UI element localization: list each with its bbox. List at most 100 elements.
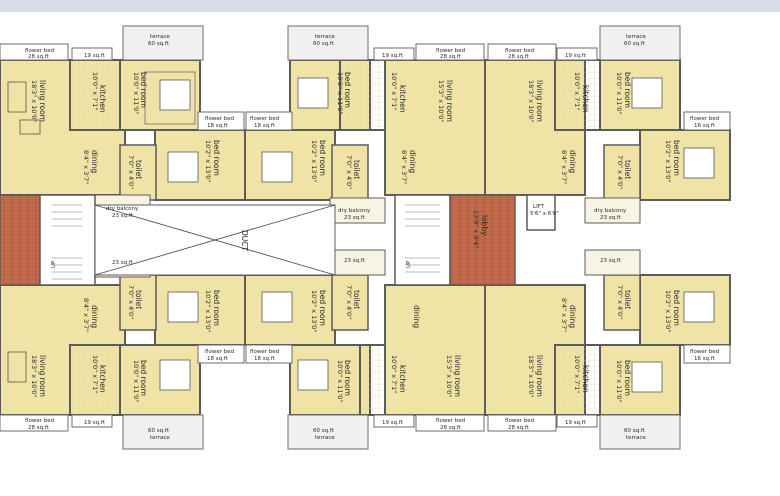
flower-bed-area: 18 sq.ft [254,356,276,362]
room-label-kitchen: kitchen [581,365,590,393]
room-dim: 18'3" x 10'0" [30,355,38,397]
room-dim: 10'0" x 11'0" [132,360,140,402]
flower-bed-label: flower bed [436,418,465,424]
room-dim: 7'0" x 4'0" [616,285,624,319]
room-label-bedroom: bed room [212,140,221,176]
flower-bed-area: 19 sq.ft [84,420,106,426]
room-dim: 10'0" x 11'0" [615,360,623,402]
flower-bed-label: flower bed [505,418,534,424]
dry-balcony-area: 23 sq.ft [600,258,622,264]
room-label-dining: dining [412,305,421,328]
unit-bottom-middle [244,249,486,450]
flower-bed-area: 16 sq.ft [694,356,716,362]
room-dim: 10'2" x 13'0" [204,290,212,332]
flower-bed-area: 19 sq.ft [565,420,587,426]
lift-label: LIFT [533,204,545,210]
room-dim: 8'4" x 3'7" [560,298,568,332]
stair-up-label: UP [406,260,412,268]
room-label-dining: dining [90,305,99,328]
right-lobby [449,194,516,286]
room-dim: 10'0" x 11'0" [615,72,623,114]
lift-dim: 5'6" x 6'6" [530,211,559,217]
room-dim: 7'0" x 4'0" [345,155,353,189]
lobby-label: lobby [480,215,489,236]
room-label-bedroom: bed room [212,290,221,326]
flower-bed-area: 28 sq.ft [440,425,462,431]
dry-balcony-label: dry balcony [594,208,627,214]
flower-bed-area: 28 sq.ft [508,425,530,431]
room-label-bedroom: bed room [672,290,681,326]
terrace-area: 60 sq.ft [313,428,335,434]
dry-balcony-area: 23 sq.ft [112,213,134,219]
terrace-area: 60 sq.ft [313,41,335,47]
room-label-living: living room [453,355,462,397]
terrace-label: terrace [626,34,646,40]
room-label-dining: dining [408,150,417,173]
room-label-dining: dining [568,150,577,173]
room-dim: 8'4" x 3'7" [82,298,90,332]
terrace-area: 60 sq.ft [148,41,170,47]
flower-bed-area: 28 sq.ft [28,54,50,60]
terrace-area: 60 sq.ft [624,41,646,47]
room-label-kitchen: kitchen [398,365,407,393]
flower-bed-area: 16 sq.ft [694,123,716,129]
room-label-bedroom: bed room [139,72,148,108]
room-dim: 10'0" x 7'1" [91,72,99,110]
room-dim: 10'2" x 13'0" [204,140,212,182]
room-dim: 7'0" x 4'0" [127,285,135,319]
left-lobby [0,194,41,286]
room-dim: 8'4" x 3'7" [400,150,408,184]
room-dim: 18'3" x 10'0" [527,355,535,397]
room-label-toilet: toilet [623,160,632,179]
terrace-area: 60 sq.ft [148,428,170,434]
flower-bed-label: flower bed [436,48,465,54]
room-dim: 10'0" x 11'0" [336,360,344,402]
room-dim: 10'0" x 11'0" [336,72,344,114]
room-label-bedroom: bed room [318,290,327,326]
room-label-toilet: toilet [134,290,143,309]
flower-bed-label: flower bed [205,349,234,355]
unit-bottom-right [484,249,731,450]
room-dim: 10'0" x 7'1" [91,355,99,393]
flower-bed-label: flower bed [690,116,719,122]
room-dim: 10'2" x 13'0" [664,140,672,182]
flower-bed-area: 18 sq.ft [254,123,276,129]
room-dim: 10'2" x 13'0" [310,140,318,182]
terrace-label: terrace [626,435,646,441]
dry-balcony-label: dry balcony [106,206,139,212]
unit-top-right [484,25,731,224]
lift-shaft [526,194,556,231]
flower-bed-area: 28 sq.ft [508,54,530,60]
room-label-toilet: toilet [352,160,361,179]
room-dim: 15'3" x 10'0" [437,80,445,122]
room-dim: 8'4" x 3'7" [560,150,568,184]
flower-bed-area: 18 sq.ft [207,356,229,362]
dry-balcony-label: dry balcony [338,208,371,214]
room-label-toilet: toilet [134,160,143,179]
room-label-bedroom: bed room [139,360,148,396]
room-label-dining: dining [90,150,99,173]
room-dim: 10'0" x 11'0" [132,72,140,114]
room-label-living: living room [445,80,454,122]
room-dim: 7'0" x 4'0" [616,155,624,189]
dry-balcony-area: 23 sq.ft [112,260,134,266]
room-label-bedroom: bed room [623,360,632,396]
duct-label: DUCT [240,230,249,252]
room-label-toilet: toilet [352,290,361,309]
flower-bed-label: flower bed [250,349,279,355]
flower-bed-area: 28 sq.ft [440,54,462,60]
flower-bed-area: 19 sq.ft [382,420,404,426]
flower-bed-area: 19 sq.ft [565,53,587,59]
room-label-kitchen: kitchen [398,85,407,113]
room-label-kitchen: kitchen [98,365,107,393]
stair-up-label: UP [51,260,57,268]
unit-bottom-left [0,251,246,450]
room-dim: 10'0" x 7'1" [573,355,581,393]
room-dim: 7'0" x 4'0" [345,285,353,319]
room-dim: 10'2" x 13'0" [664,290,672,332]
room-label-toilet: toilet [623,290,632,309]
room-dim: 18'3" x 10'0" [527,80,535,122]
terrace-area: 60 sq.ft [624,428,646,434]
lobby-dim: 13'9" x 9'4" [472,210,480,248]
room-dim: 15'3" x 10'0" [445,355,453,397]
